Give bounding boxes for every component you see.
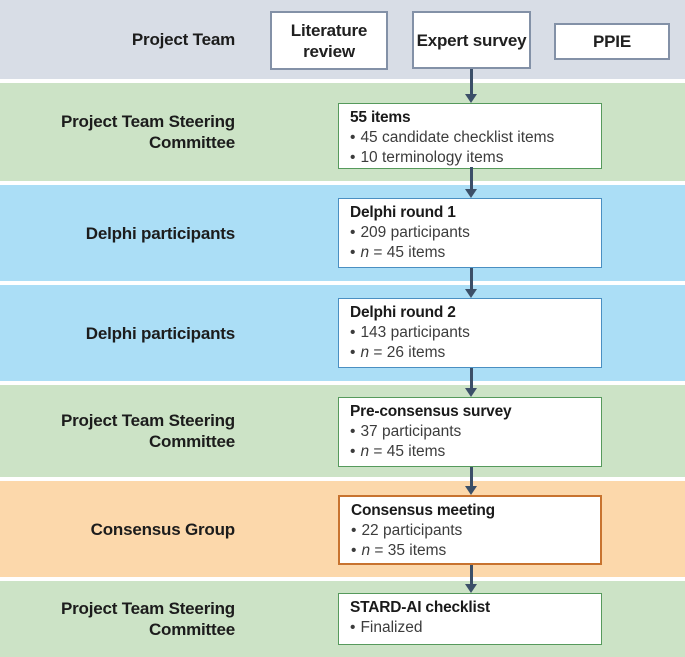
box-bullet-list: •22 participants •n = 35 items bbox=[351, 521, 589, 561]
box-title: Consensus meeting bbox=[351, 502, 495, 519]
box-title: Delphi round 2 bbox=[350, 304, 456, 321]
row-label-line: Committee bbox=[148, 133, 235, 152]
arrow-shaft bbox=[470, 368, 473, 389]
box-expert-survey: Expert survey bbox=[412, 11, 531, 69]
bullet-text: = 45 items bbox=[369, 244, 446, 261]
row-label-steering-committee: Project Team Steering Committee bbox=[0, 598, 235, 640]
flow-arrow-icon bbox=[465, 368, 478, 397]
bullet-marker: • bbox=[351, 542, 357, 559]
bullet-italic-n: n bbox=[360, 244, 370, 261]
flow-arrow-icon bbox=[465, 565, 478, 593]
row-label-delphi-participants: Delphi participants bbox=[0, 323, 235, 344]
arrow-head bbox=[465, 289, 477, 298]
row-label-line: Committee bbox=[148, 432, 235, 451]
bullet-item: •45 candidate checklist items bbox=[350, 128, 590, 148]
bullet-marker: • bbox=[350, 324, 356, 341]
bullet-text: 209 participants bbox=[360, 224, 470, 241]
box-bullet-list: •Finalized bbox=[350, 618, 590, 638]
arrow-shaft bbox=[470, 565, 473, 585]
row-label-line: Delphi participants bbox=[85, 223, 235, 243]
bullet-item: •209 participants bbox=[350, 223, 590, 243]
box-delphi-round-1: Delphi round 1 •209 participants •n = 45… bbox=[338, 198, 602, 268]
bullet-marker: • bbox=[351, 522, 357, 539]
row-label-line: Project Team Steering bbox=[60, 411, 235, 430]
bullet-marker: • bbox=[350, 443, 356, 460]
box-ppie: PPIE bbox=[554, 23, 670, 60]
box-pre-consensus-survey: Pre-consensus survey •37 participants •n… bbox=[338, 397, 602, 467]
box-bullet-list: •143 participants •n = 26 items bbox=[350, 323, 590, 363]
bullet-marker: • bbox=[350, 619, 356, 636]
bullet-text: = 35 items bbox=[370, 542, 447, 559]
box-stard-ai-checklist: STARD-AI checklist •Finalized bbox=[338, 593, 602, 645]
bullet-item: •143 participants bbox=[350, 323, 590, 343]
flow-arrow-icon bbox=[465, 167, 478, 198]
box-title: PPIE bbox=[593, 32, 631, 51]
bullet-text: 22 participants bbox=[361, 522, 463, 539]
arrow-head bbox=[465, 94, 477, 103]
bullet-italic-n: n bbox=[360, 344, 370, 361]
bullet-item: •10 terminology items bbox=[350, 148, 590, 168]
arrow-head bbox=[465, 486, 477, 495]
row-label-line: Delphi participants bbox=[85, 323, 235, 343]
bullet-text: Finalized bbox=[360, 619, 423, 636]
row-label-line: Project Team Steering bbox=[60, 599, 235, 618]
arrow-head bbox=[465, 388, 477, 397]
bullet-italic-n: n bbox=[361, 542, 371, 559]
box-title: Expert survey bbox=[416, 30, 527, 50]
bullet-item: •Finalized bbox=[350, 618, 590, 638]
box-literature-review: Literature review bbox=[270, 11, 388, 70]
bullet-item: •22 participants bbox=[351, 521, 589, 541]
bullet-marker: • bbox=[350, 244, 356, 261]
bullet-text: 143 participants bbox=[360, 324, 470, 341]
arrow-head bbox=[465, 189, 477, 198]
bullet-item: •n = 45 items bbox=[350, 243, 590, 263]
box-consensus-meeting: Consensus meeting •22 participants •n = … bbox=[338, 495, 602, 565]
row-label-steering-committee: Project Team Steering Committee bbox=[0, 111, 235, 153]
box-title: Literature review bbox=[290, 20, 368, 61]
bullet-item: •n = 45 items bbox=[350, 442, 590, 462]
bullet-italic-n: n bbox=[360, 443, 370, 460]
bullet-marker: • bbox=[350, 423, 356, 440]
row-label-line: Consensus Group bbox=[90, 519, 236, 539]
box-title: STARD-AI checklist bbox=[350, 599, 490, 616]
bullet-text: = 45 items bbox=[369, 443, 446, 460]
flow-arrow-icon bbox=[465, 268, 478, 298]
row-label-line: Project Team bbox=[131, 30, 235, 49]
arrow-shaft bbox=[470, 467, 473, 487]
bullet-marker: • bbox=[350, 224, 356, 241]
row-label-steering-committee: Project Team Steering Committee bbox=[0, 410, 235, 452]
bullet-item: •37 participants bbox=[350, 422, 590, 442]
box-delphi-round-2: Delphi round 2 •143 participants •n = 26… bbox=[338, 298, 602, 368]
arrow-head bbox=[465, 584, 477, 593]
bullet-item: •n = 35 items bbox=[351, 541, 589, 561]
box-title: Delphi round 1 bbox=[350, 204, 456, 221]
arrow-shaft bbox=[470, 167, 473, 190]
bullet-text: 37 participants bbox=[360, 423, 462, 440]
bullet-marker: • bbox=[350, 129, 356, 146]
box-bullet-list: •45 candidate checklist items •10 termin… bbox=[350, 128, 590, 168]
box-55-items: 55 items •45 candidate checklist items •… bbox=[338, 103, 602, 169]
box-bullet-list: •209 participants •n = 45 items bbox=[350, 223, 590, 263]
flow-arrow-icon bbox=[465, 467, 478, 495]
row-label-line: Committee bbox=[148, 620, 235, 639]
row-label-line: Project Team Steering bbox=[60, 112, 235, 131]
bullet-text: 10 terminology items bbox=[360, 149, 504, 166]
arrow-shaft bbox=[470, 69, 473, 95]
bullet-marker: • bbox=[350, 149, 356, 166]
row-label-delphi-participants: Delphi participants bbox=[0, 223, 235, 244]
row-label-consensus-group: Consensus Group bbox=[0, 519, 236, 540]
box-title: Pre-consensus survey bbox=[350, 403, 512, 420]
bullet-item: •n = 26 items bbox=[350, 343, 590, 363]
bullet-text: 45 candidate checklist items bbox=[360, 129, 555, 146]
row-label-project-team: Project Team bbox=[0, 29, 235, 50]
flow-arrow-icon bbox=[465, 69, 478, 103]
bullet-text: = 26 items bbox=[369, 344, 446, 361]
arrow-shaft bbox=[470, 268, 473, 290]
bullet-marker: • bbox=[350, 344, 356, 361]
box-bullet-list: •37 participants •n = 45 items bbox=[350, 422, 590, 462]
box-title: 55 items bbox=[350, 109, 411, 126]
